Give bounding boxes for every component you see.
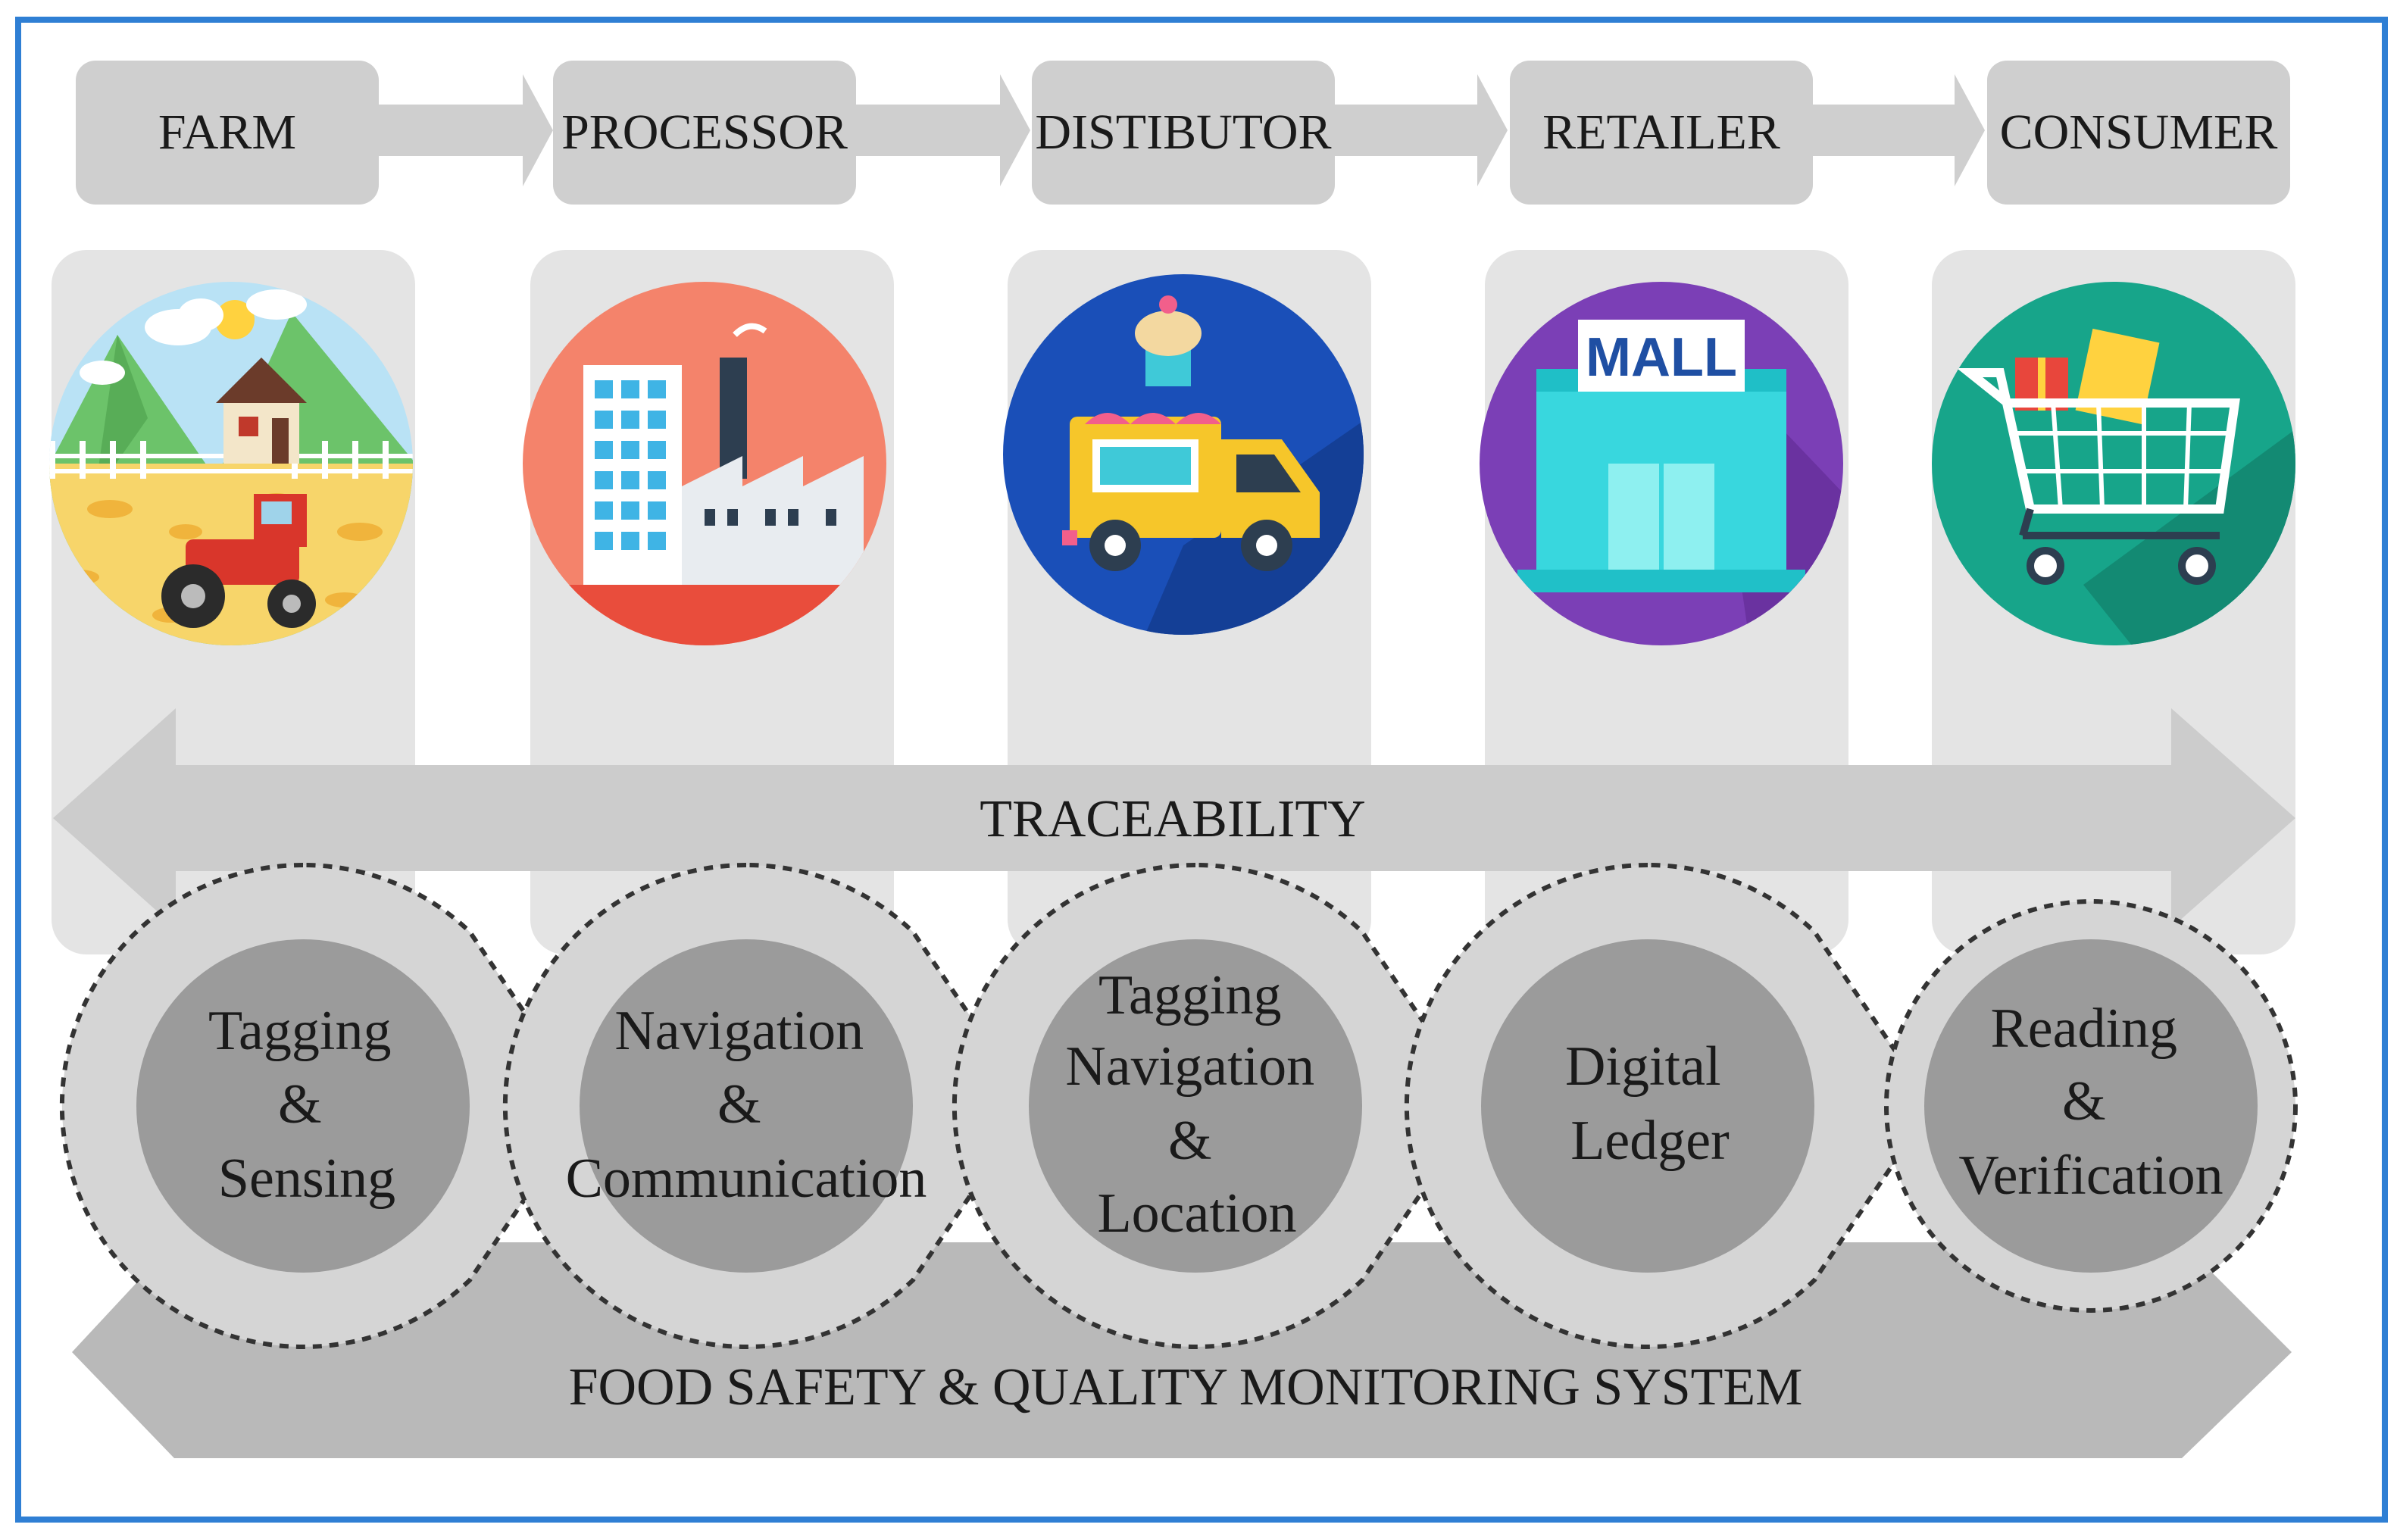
step-label-5: Reading & Verification: [1958, 998, 2223, 1207]
stage-box-retailer: RETAILER: [1510, 61, 1813, 205]
step-label-1: Tagging & Sensing: [208, 1000, 405, 1210]
stage-label-distributor: DISTIBUTOR: [1035, 105, 1331, 160]
step-tagging-sensing: [60, 862, 591, 1350]
mall-icon: MALL: [1480, 282, 1843, 645]
stage-label-farm: FARM: [158, 105, 296, 160]
mall-sign-text: MALL: [1586, 327, 1737, 388]
step-navigation-communication: [503, 862, 1034, 1350]
system-label: FOOD SAFETY & QUALITY MONITORING SYSTEM: [569, 1358, 1803, 1417]
header-arrow-3: [1333, 74, 1508, 186]
step-label-3: Tagging Navigation & Location: [1065, 964, 1328, 1245]
stage-box-processor: PROCESSOR: [553, 61, 856, 205]
stage-label-retailer: RETAILER: [1542, 105, 1780, 160]
stage-box-distributor: DISTIBUTOR: [1032, 61, 1335, 205]
stage-label-consumer: CONSUMER: [2000, 105, 2278, 160]
stage-label-processor: PROCESSOR: [561, 105, 848, 160]
header-arrow-1: [377, 74, 553, 186]
process-steps: Tagging & Sensing Navigation & Communica…: [60, 862, 2298, 1350]
factory-icon: [523, 282, 886, 645]
traceability-label: TRACEABILITY: [980, 790, 1365, 848]
shopping-cart-icon: [1932, 282, 2295, 645]
farm-scene-icon: [49, 282, 413, 645]
step-tagging-navigation-location: [952, 862, 1483, 1350]
step-label-4: Digital Ledger: [1565, 1036, 1735, 1172]
step-digital-ledger: [1405, 862, 1936, 1350]
stage-box-farm: FARM: [76, 61, 379, 205]
stage-box-consumer: CONSUMER: [1987, 61, 2290, 205]
header-arrow-2: [856, 74, 1030, 186]
traceability-arrow: TRACEABILITY: [53, 708, 2295, 928]
step-reading-verification: [1884, 899, 2298, 1313]
food-truck-icon: [1003, 274, 1364, 635]
step-label-2: Navigation & Communication: [566, 1000, 927, 1210]
header-arrow-4: [1811, 74, 1985, 186]
stage-header-row: FARM PROCESSOR DISTIBUTOR RETAILER CONSU…: [76, 61, 2290, 205]
